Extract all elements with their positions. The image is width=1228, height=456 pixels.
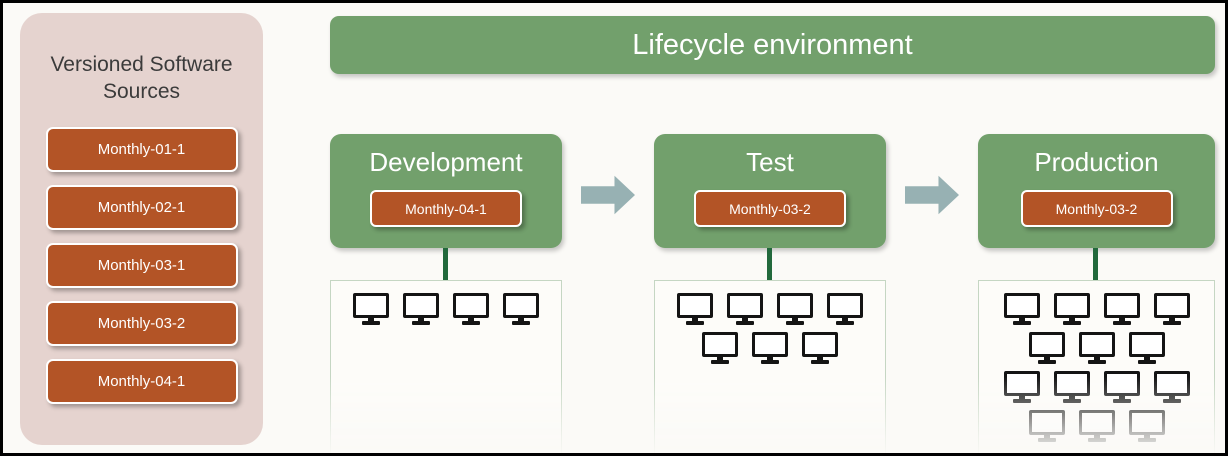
monitor-icon	[353, 293, 389, 325]
stage-version-badge[interactable]: Monthly-04-1	[370, 190, 522, 227]
stage-test[interactable]: Test Monthly-03-2	[654, 134, 886, 248]
monitor-icon	[1153, 371, 1190, 403]
stage-title: Development	[369, 147, 523, 177]
source-badge[interactable]: Monthly-04-1	[45, 359, 238, 404]
source-badge-label: Monthly-01-1	[97, 141, 186, 158]
source-badge-label: Monthly-03-1	[97, 257, 186, 274]
watermark-text	[958, 3, 1168, 16]
monitor-icon	[1078, 332, 1115, 364]
source-badge[interactable]: Monthly-02-1	[45, 185, 238, 230]
host-panel-production	[978, 280, 1215, 453]
monitor-icon	[827, 293, 863, 325]
monitor-icon	[802, 332, 838, 364]
monitor-icon	[503, 293, 539, 325]
host-panel-development	[330, 280, 562, 453]
monitor-icon	[702, 332, 738, 364]
monitor-icon	[777, 293, 813, 325]
source-badge[interactable]: Monthly-01-1	[45, 127, 238, 172]
monitor-row	[979, 332, 1214, 364]
source-badge-label: Monthly-03-2	[97, 315, 186, 332]
stage-box[interactable]: Development Monthly-04-1	[330, 134, 562, 248]
monitor-icon	[1128, 410, 1165, 442]
right-arrow-icon	[905, 175, 959, 215]
versioned-software-sources-panel: Versioned Software Sources Monthly-01-1 …	[20, 13, 263, 445]
monitor-icon	[1128, 332, 1165, 364]
monitor-row	[655, 332, 885, 364]
monitor-row	[331, 293, 561, 325]
monitor-icon	[677, 293, 713, 325]
connector-stem-development	[443, 248, 448, 280]
stage-box[interactable]: Production Monthly-03-2	[978, 134, 1215, 248]
connector-stem-production	[1093, 248, 1098, 280]
monitor-icon	[453, 293, 489, 325]
host-panel-test	[654, 280, 886, 453]
monitor-icon	[1153, 293, 1190, 325]
monitor-row	[979, 371, 1214, 403]
stage-title: Test	[746, 147, 794, 177]
monitor-icon	[1003, 293, 1040, 325]
monitor-icon	[752, 332, 788, 364]
monitor-icon	[1028, 410, 1065, 442]
stage-version-label: Monthly-03-2	[729, 200, 811, 217]
monitor-icon	[1028, 332, 1065, 364]
monitor-row	[979, 410, 1214, 442]
connector-stem-test	[767, 248, 772, 280]
stage-production[interactable]: Production Monthly-03-2	[978, 134, 1215, 248]
monitor-icon	[1053, 371, 1090, 403]
stage-development[interactable]: Development Monthly-04-1	[330, 134, 562, 248]
monitor-icon	[1078, 410, 1115, 442]
monitor-icon	[1053, 293, 1090, 325]
source-badge[interactable]: Monthly-03-1	[45, 243, 238, 288]
monitor-icon	[403, 293, 439, 325]
stage-version-label: Monthly-04-1	[405, 200, 487, 217]
sidebar-title: Versioned Software Sources	[50, 53, 233, 103]
monitor-row	[979, 293, 1214, 325]
source-badge[interactable]: Monthly-03-2	[45, 301, 238, 346]
header-title: Lifecycle environment	[632, 28, 913, 61]
monitor-icon	[1003, 371, 1040, 403]
monitor-icon	[727, 293, 763, 325]
monitor-icon	[1103, 371, 1140, 403]
source-badge-label: Monthly-04-1	[97, 373, 186, 390]
stage-title: Production	[1034, 147, 1159, 177]
stage-version-badge[interactable]: Monthly-03-2	[1020, 190, 1173, 227]
right-arrow-icon	[581, 175, 635, 215]
stage-version-label: Monthly-03-2	[1055, 200, 1138, 217]
monitor-icon	[1103, 293, 1140, 325]
stage-version-badge[interactable]: Monthly-03-2	[694, 190, 846, 227]
lifecycle-environment-header: Lifecycle environment	[330, 16, 1215, 74]
stage-box[interactable]: Test Monthly-03-2	[654, 134, 886, 248]
monitor-row	[655, 293, 885, 325]
source-badge-label: Monthly-02-1	[97, 199, 186, 216]
source-badge-list: Monthly-01-1 Monthly-02-1 Monthly-03-1 M…	[20, 127, 263, 404]
